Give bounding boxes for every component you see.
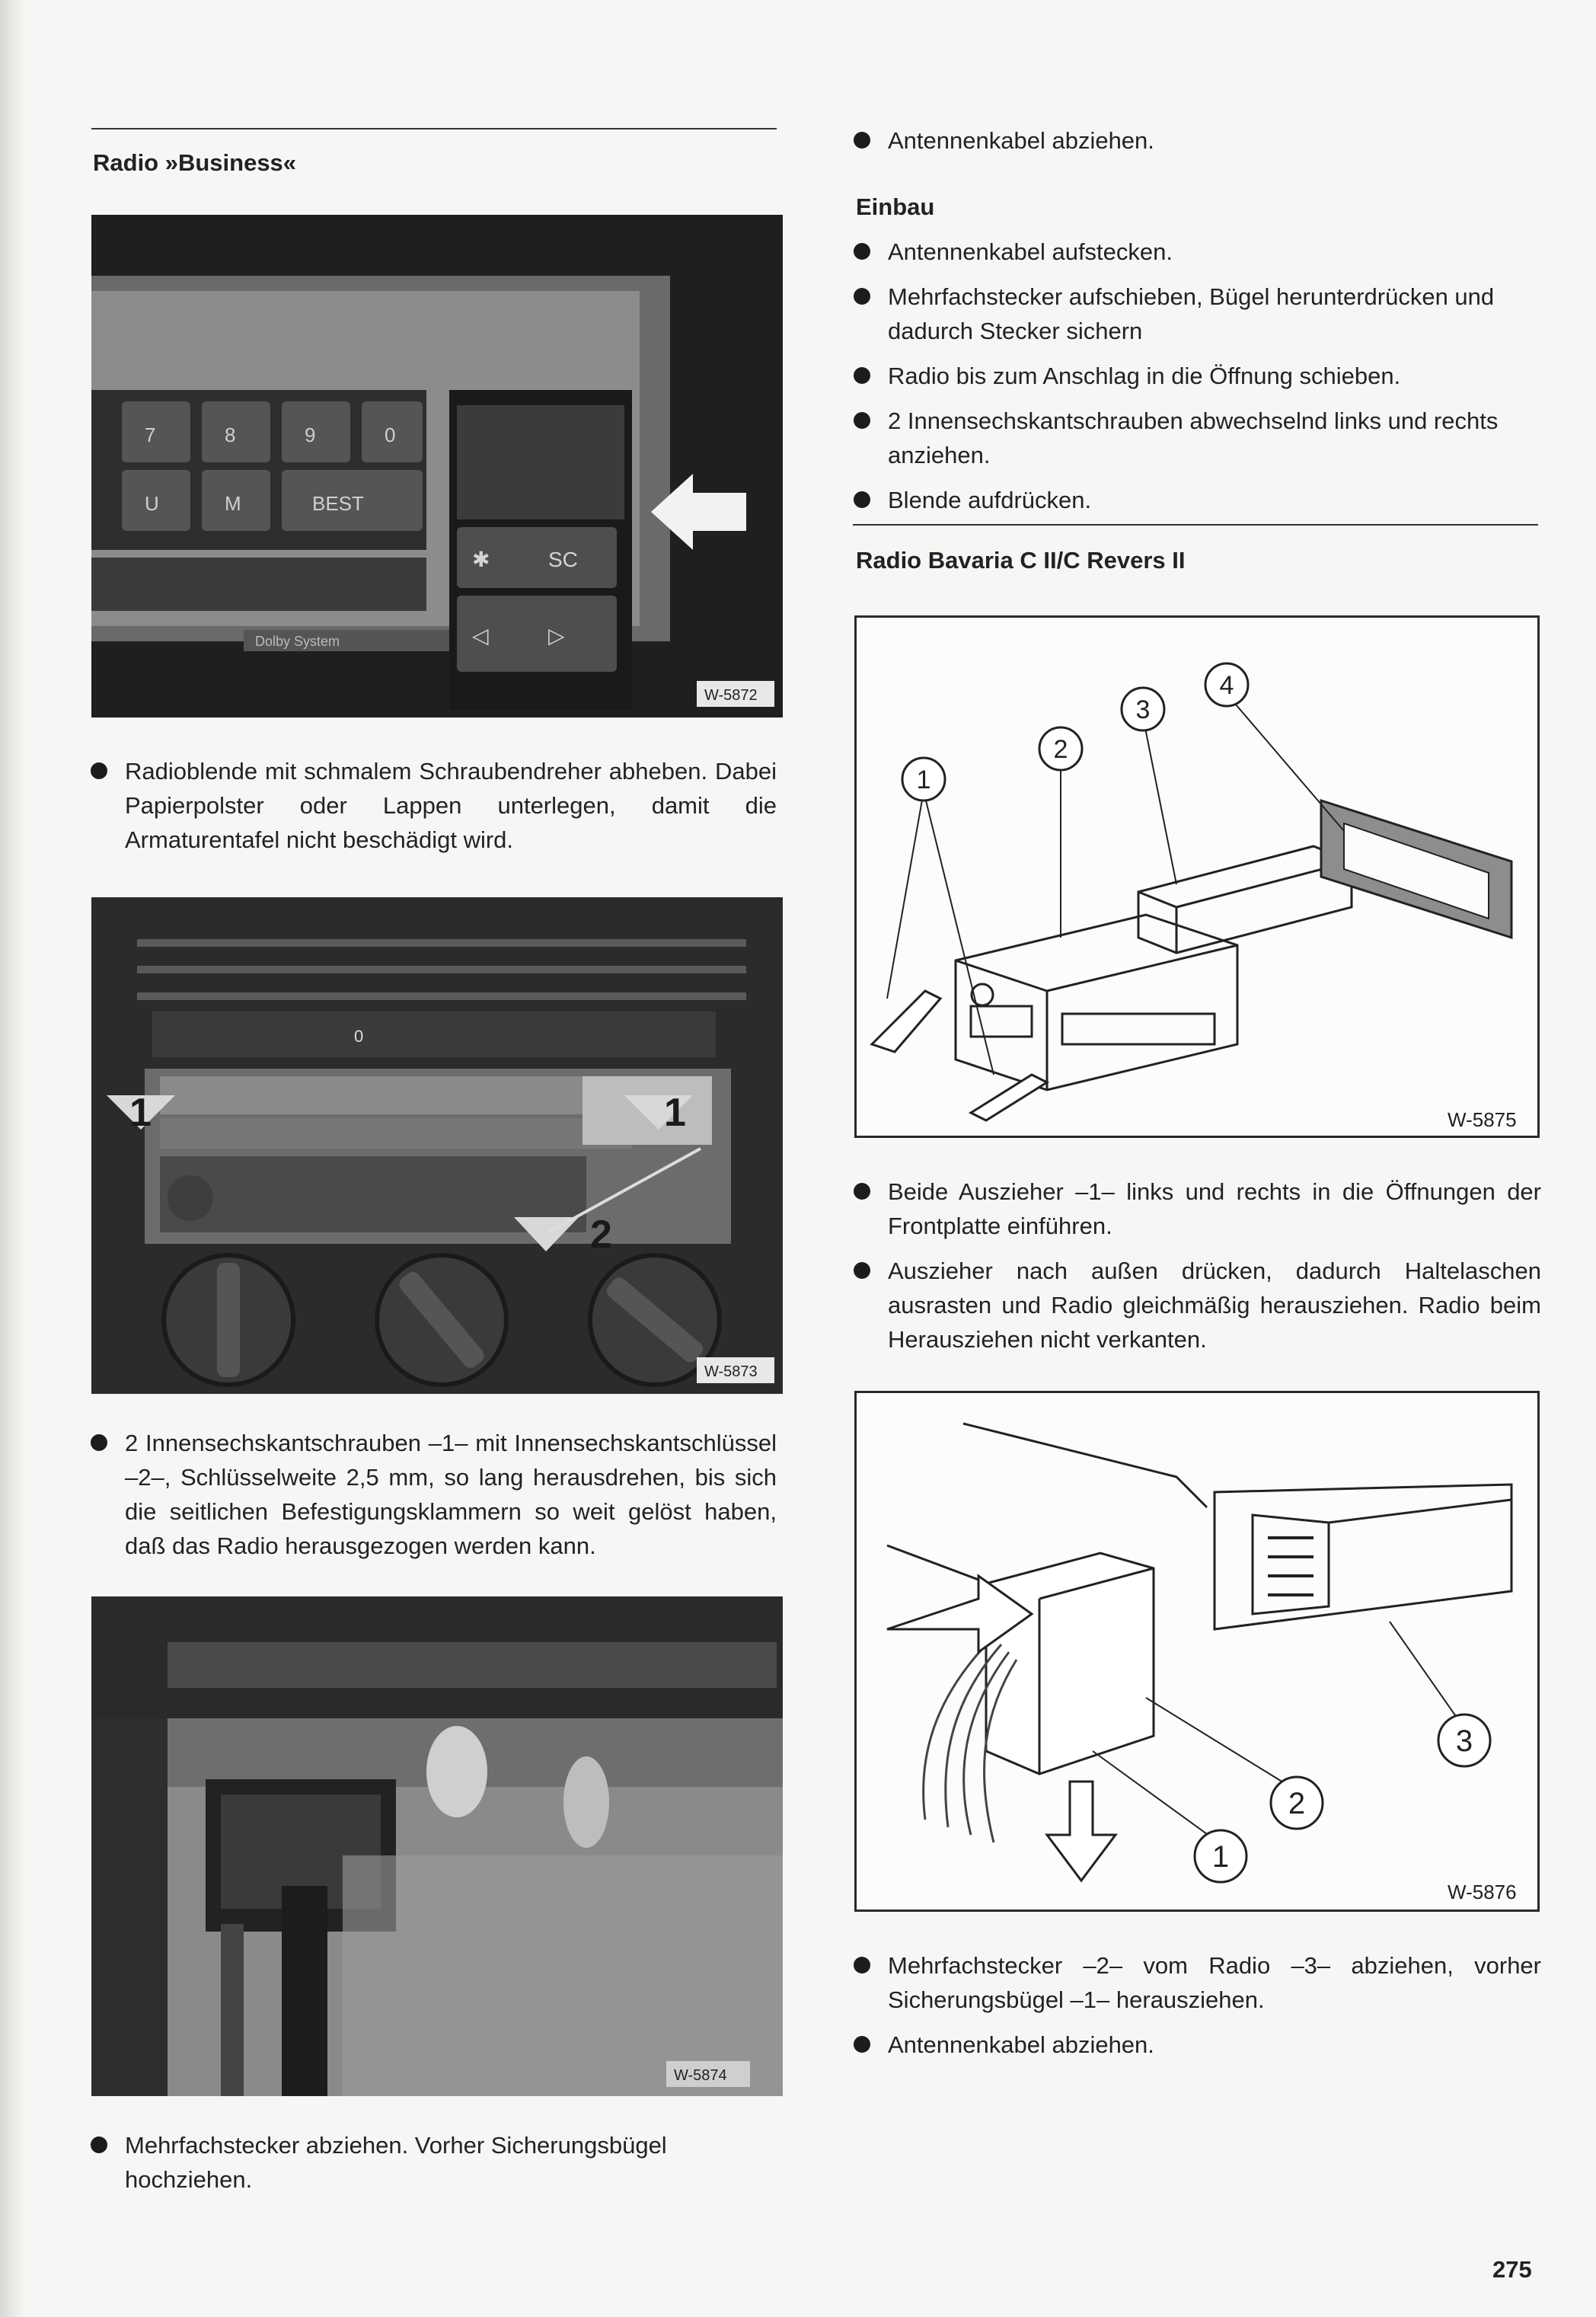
radio-key-label: 7 bbox=[145, 423, 155, 446]
photo-dashboard-radio: 0 1 1 2 bbox=[91, 897, 783, 1394]
left-bullet-list-2: 2 Innensechskantschrauben –1– mit Innens… bbox=[88, 1426, 777, 1574]
radio-key-label: ✱ bbox=[472, 548, 490, 571]
instruction-item: Mehrfachstecker aufschieben, Bügel herun… bbox=[851, 280, 1541, 348]
radio-key-label: ▷ bbox=[548, 624, 565, 647]
figure-connector-removal: 1 2 3 W-5876 bbox=[854, 1391, 1540, 1912]
callout-number: 2 bbox=[1288, 1787, 1305, 1820]
radio-key-label: 8 bbox=[225, 423, 235, 446]
figure-connector-removal-art: 1 2 3 W-5876 bbox=[886, 1422, 1517, 1903]
callout-number: 2 bbox=[1054, 735, 1068, 764]
radio-key-label: M bbox=[225, 492, 241, 515]
figure-radio-removal-tools-art: 1 2 3 4 W-5875 bbox=[870, 662, 1517, 1131]
instruction-item: Radio bis zum Anschlag in die Öffnung sc… bbox=[851, 359, 1541, 393]
einbau-steps: Antennenkabel aufstecken. Mehrfachstecke… bbox=[851, 235, 1541, 528]
arrow-pointer-icon bbox=[651, 474, 746, 550]
left-bullet-list-1: Radioblende mit schmalem Schraubendreher… bbox=[88, 754, 777, 868]
instruction-item: Auszieher nach außen drücken, dadurch Ha… bbox=[851, 1254, 1541, 1357]
callout-number: 2 bbox=[590, 1213, 612, 1257]
page-number: 275 bbox=[1492, 2256, 1532, 2283]
instruction-item: Antennenkabel abziehen. bbox=[851, 2028, 1541, 2062]
callout-number: 4 bbox=[1220, 671, 1234, 700]
section-heading-radio-business: Radio »Business« bbox=[93, 149, 297, 176]
photo-radio-front-panel: 7 8 9 0 U M BEST Dolby System ✱ SC ◁ ▷ bbox=[91, 215, 783, 717]
photo-connector-removal-art: W-5874 bbox=[91, 1596, 783, 2096]
photo-radio-front-panel-art: 7 8 9 0 U M BEST Dolby System ✱ SC ◁ ▷ bbox=[91, 215, 783, 717]
page-spine-shadow bbox=[0, 0, 26, 2317]
radio-key-label: ◁ bbox=[472, 624, 489, 647]
figure-code: W-5876 bbox=[1448, 1881, 1517, 1903]
figure-radio-removal-tools: 1 2 3 4 W-5875 bbox=[854, 615, 1540, 1138]
section-heading-bavaria: Radio Bavaria C II/C Revers II bbox=[856, 547, 1186, 574]
radio-key-label: 9 bbox=[305, 423, 315, 446]
instruction-item: Blende aufdrücken. bbox=[851, 483, 1541, 517]
instruction-item: Mehrfachstecker –2– vom Radio –3– abzieh… bbox=[851, 1948, 1541, 2017]
radio-key-label: BEST bbox=[312, 492, 364, 515]
photo-code: W-5872 bbox=[704, 687, 758, 704]
callout-number: 1 bbox=[664, 1091, 686, 1135]
photo-connector-removal: W-5874 bbox=[91, 1596, 783, 2096]
bavaria-steps-2: Mehrfachstecker –2– vom Radio –3– abzieh… bbox=[851, 1948, 1541, 2073]
radio-key-label: SC bbox=[548, 548, 578, 571]
instruction-item: Radioblende mit schmalem Schraubendreher… bbox=[88, 754, 777, 857]
dolby-label: Dolby System bbox=[255, 634, 340, 649]
left-top-rule bbox=[91, 128, 777, 129]
instruction-item: Beide Auszieher –1– links und rechts in … bbox=[851, 1174, 1541, 1243]
instruction-item: Antennenkabel aufstecken. bbox=[851, 235, 1541, 269]
photo-code: W-5874 bbox=[674, 2067, 727, 2084]
photo-code: W-5873 bbox=[704, 1363, 758, 1380]
instruction-item: Antennenkabel abziehen. bbox=[851, 123, 1537, 158]
callout-number: 1 bbox=[1212, 1840, 1229, 1874]
radio-key-label: 0 bbox=[385, 423, 395, 446]
radio-key-label: U bbox=[145, 492, 159, 515]
figure-code: W-5875 bbox=[1448, 1108, 1517, 1131]
callout-number: 1 bbox=[129, 1091, 152, 1135]
svg-text:0: 0 bbox=[354, 1027, 363, 1046]
instruction-item: Mehrfachstecker abziehen. Vorher Sicheru… bbox=[88, 2128, 777, 2197]
callout-number: 1 bbox=[917, 765, 931, 794]
callout-number: 3 bbox=[1456, 1724, 1473, 1758]
instruction-item: 2 Innensechskantschrauben abwechselnd li… bbox=[851, 404, 1541, 472]
right-bullet-top: Antennenkabel abziehen. bbox=[851, 123, 1537, 168]
photo-dashboard-radio-art: 0 1 1 2 bbox=[91, 897, 783, 1394]
callout-number: 3 bbox=[1136, 695, 1151, 724]
bavaria-steps: Beide Auszieher –1– links und rechts in … bbox=[851, 1174, 1541, 1367]
left-bullet-list-3: Mehrfachstecker abziehen. Vorher Sicheru… bbox=[88, 2128, 777, 2207]
right-section-rule bbox=[853, 524, 1538, 526]
section-heading-einbau: Einbau bbox=[856, 193, 935, 220]
instruction-item: 2 Innensechskantschrauben –1– mit Innens… bbox=[88, 1426, 777, 1563]
